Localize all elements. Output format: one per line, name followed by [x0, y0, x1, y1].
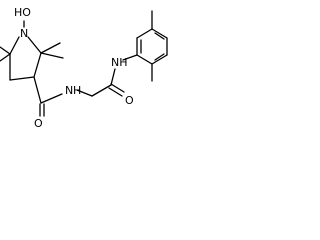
- label-amide-o-left: O: [34, 117, 43, 130]
- bond-carbonyl-nh: [110, 68, 116, 86]
- bond-c2-methyl-a: [40, 42, 61, 54]
- bond-c5-methyl-b: [0, 53, 11, 62]
- label-ring-nitrogen: N: [20, 27, 28, 40]
- bond-c2-c3: [33, 52, 42, 78]
- ring-bond-5: [136, 28, 153, 39]
- ring-bond-2: [151, 54, 168, 65]
- bond-c3-carbonyl: [33, 76, 42, 104]
- ring-double-2: [154, 53, 165, 61]
- amide-left: [33, 76, 63, 117]
- ring-bond-4: [151, 28, 168, 39]
- label-amide-o-right: O: [125, 94, 134, 107]
- bond-c3-c4: [9, 76, 35, 81]
- bond-n-c2: [27, 36, 42, 54]
- methyl-groups: [0, 42, 64, 62]
- label-amide-h-left: H: [73, 84, 81, 97]
- ring-bond-1: [136, 54, 153, 65]
- bond-nh-aryl: [122, 54, 138, 61]
- pyrrolidine-ring: [9, 36, 42, 81]
- bond-ch2-carbonyl: [91, 84, 112, 97]
- bond-c2-methyl-b: [40, 52, 64, 59]
- bond-c5-methyl-a: [0, 46, 11, 55]
- benzene-ring: [136, 28, 168, 65]
- label-amide-n-left: N: [65, 84, 73, 97]
- chemical-structure: HO N NH O N H O: [0, 6, 168, 130]
- bond-n-c5: [9, 36, 20, 55]
- bond-carbonyl-n: [40, 93, 63, 104]
- ring-double-3: [154, 32, 165, 40]
- bond-n-ch2: [76, 89, 93, 97]
- label-amide-nh-right: NH: [111, 56, 128, 69]
- bond-carbonyl-o-a: [110, 83, 125, 93]
- bond-carbonyl-o-b: [108, 87, 123, 97]
- label-hydroxyl: HO: [14, 6, 31, 19]
- amide-right: [91, 68, 125, 97]
